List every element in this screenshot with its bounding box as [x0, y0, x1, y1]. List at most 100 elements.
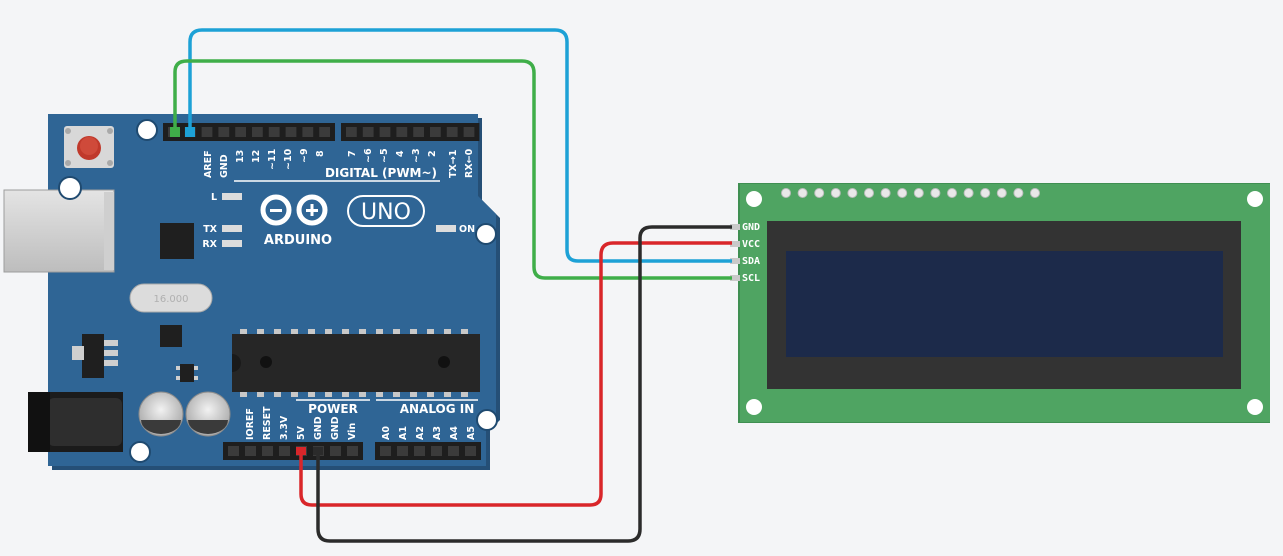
- header-pin-socket[interactable]: [465, 446, 476, 456]
- lcd-top-pad: [1030, 188, 1040, 198]
- lcd-pin-label: SCL: [742, 273, 760, 284]
- header-housing: [341, 123, 480, 141]
- wire-gnd[interactable]: [316, 225, 732, 543]
- lcd-top-pad: [864, 188, 874, 198]
- chip-pin: [393, 329, 400, 334]
- chip-pin: [274, 392, 281, 397]
- header-pin-socket[interactable]: [285, 127, 297, 137]
- small-chip: [160, 325, 182, 347]
- dc-power-jack: [28, 392, 123, 452]
- power-header[interactable]: [223, 442, 363, 460]
- header-housing: [223, 442, 363, 460]
- mounting-hole: [476, 409, 498, 431]
- lcd-pin-vcc[interactable]: VCC: [730, 239, 760, 250]
- chip-pin: [393, 392, 400, 397]
- lcd-mounting-hole: [1247, 191, 1263, 207]
- lcd-top-pad: [930, 188, 941, 198]
- header-pin-socket[interactable]: [397, 446, 408, 456]
- pin-label: A2: [415, 426, 426, 440]
- header-pin-socket[interactable]: [268, 127, 280, 137]
- header-pin-socket[interactable]: [413, 127, 424, 137]
- led-label-rx: RX: [202, 239, 217, 250]
- header-pin-socket[interactable]: [362, 127, 374, 137]
- header-pin-socket[interactable]: [431, 446, 442, 456]
- analog-header[interactable]: [375, 442, 481, 460]
- chip-pin: [359, 392, 366, 397]
- lcd-top-pad: [880, 188, 891, 198]
- pin-label: A4: [449, 426, 460, 440]
- header-pin-socket[interactable]: [252, 127, 263, 137]
- model-label: UNO: [361, 200, 411, 225]
- led-label-tx: TX: [203, 224, 217, 235]
- pin-label: ~11: [267, 149, 278, 170]
- wire-vcc[interactable]: [299, 241, 732, 507]
- lcd-top-pad: [1013, 188, 1024, 198]
- chip-pin: [444, 392, 451, 397]
- header-pin-socket[interactable]: [262, 446, 273, 456]
- header-pin-socket[interactable]: [279, 446, 290, 456]
- lcd-pin-scl[interactable]: SCL: [730, 273, 760, 284]
- wire-end-sda: [185, 127, 195, 137]
- header-pin-socket[interactable]: [448, 446, 459, 456]
- lcd-top-pad: [913, 188, 924, 198]
- header-pin-socket[interactable]: [218, 127, 230, 137]
- header-pin-socket[interactable]: [446, 127, 458, 137]
- header-pin-socket[interactable]: [347, 446, 358, 456]
- pin-label: TX→1: [448, 150, 459, 178]
- digital-right-pin-labels: 7 ~6 ~5 4 ~3 2 TX→1 RX←0: [347, 148, 475, 178]
- crystal-label: 16.000: [154, 294, 189, 305]
- header-pin-socket[interactable]: [245, 446, 256, 456]
- lcd-i2c-module[interactable]: GND VCC SDA SCL: [730, 183, 1270, 423]
- chip-pin: [291, 329, 298, 334]
- header-pin-socket[interactable]: [380, 446, 391, 456]
- pin-label: ~9: [299, 148, 310, 163]
- header-pin-socket[interactable]: [430, 127, 441, 137]
- header-pin-socket[interactable]: [396, 127, 408, 137]
- chip-pin: [325, 392, 332, 397]
- chip-pin: [257, 392, 264, 397]
- header-pin-socket[interactable]: [330, 446, 341, 456]
- header-pin-socket[interactable]: [228, 446, 239, 456]
- reset-button[interactable]: [64, 126, 114, 168]
- chip-pin: [342, 329, 349, 334]
- header-pin-socket[interactable]: [235, 127, 246, 137]
- wires: [170, 28, 732, 543]
- pin-label: ~10: [283, 148, 294, 170]
- brand-label: ARDUINO: [264, 233, 332, 248]
- atmega-chip: [232, 329, 480, 397]
- lcd-top-pad: [897, 188, 908, 198]
- lcd-mounting-hole: [746, 399, 762, 415]
- chip-pin: [376, 392, 383, 397]
- chip-pin: [291, 392, 298, 397]
- header-pin-socket[interactable]: [414, 446, 425, 456]
- lcd-pin-label: SDA: [742, 256, 760, 267]
- header-pin-socket[interactable]: [463, 127, 475, 137]
- pin-label: 13: [235, 150, 246, 163]
- header-pin-socket[interactable]: [319, 127, 330, 137]
- digital-header-right[interactable]: [341, 123, 480, 141]
- chip-pin: [240, 329, 247, 334]
- chip-pin: [308, 392, 315, 397]
- lcd-pin-sda[interactable]: SDA: [730, 256, 760, 267]
- header-pin-socket[interactable]: [302, 127, 314, 137]
- power-section-label: POWER: [308, 402, 358, 416]
- wire-sda[interactable]: [188, 28, 732, 263]
- pin-label: GND: [313, 416, 324, 440]
- digital-header-left[interactable]: [163, 123, 335, 141]
- pin-label: A0: [381, 426, 392, 440]
- header-pin-socket[interactable]: [346, 127, 357, 137]
- capacitor: [138, 391, 184, 437]
- wire-scl[interactable]: [173, 59, 732, 280]
- pin-label: 5V: [296, 425, 307, 440]
- lcd-pin-gnd[interactable]: GND: [730, 222, 760, 233]
- pin-label: ~5: [379, 148, 390, 163]
- pin-label: A3: [432, 426, 443, 440]
- header-pin-socket[interactable]: [379, 127, 391, 137]
- lcd-top-pad: [814, 188, 825, 198]
- pin-label: IOREF: [245, 408, 256, 440]
- arduino-uno-board[interactable]: 16.000 L TX RX ON: [3, 114, 500, 470]
- pin-label: RESET: [262, 406, 273, 440]
- header-pin-socket[interactable]: [201, 127, 213, 137]
- digital-left-pin-labels: AREF GND 13 12 ~11 ~10 ~9 8: [203, 148, 326, 178]
